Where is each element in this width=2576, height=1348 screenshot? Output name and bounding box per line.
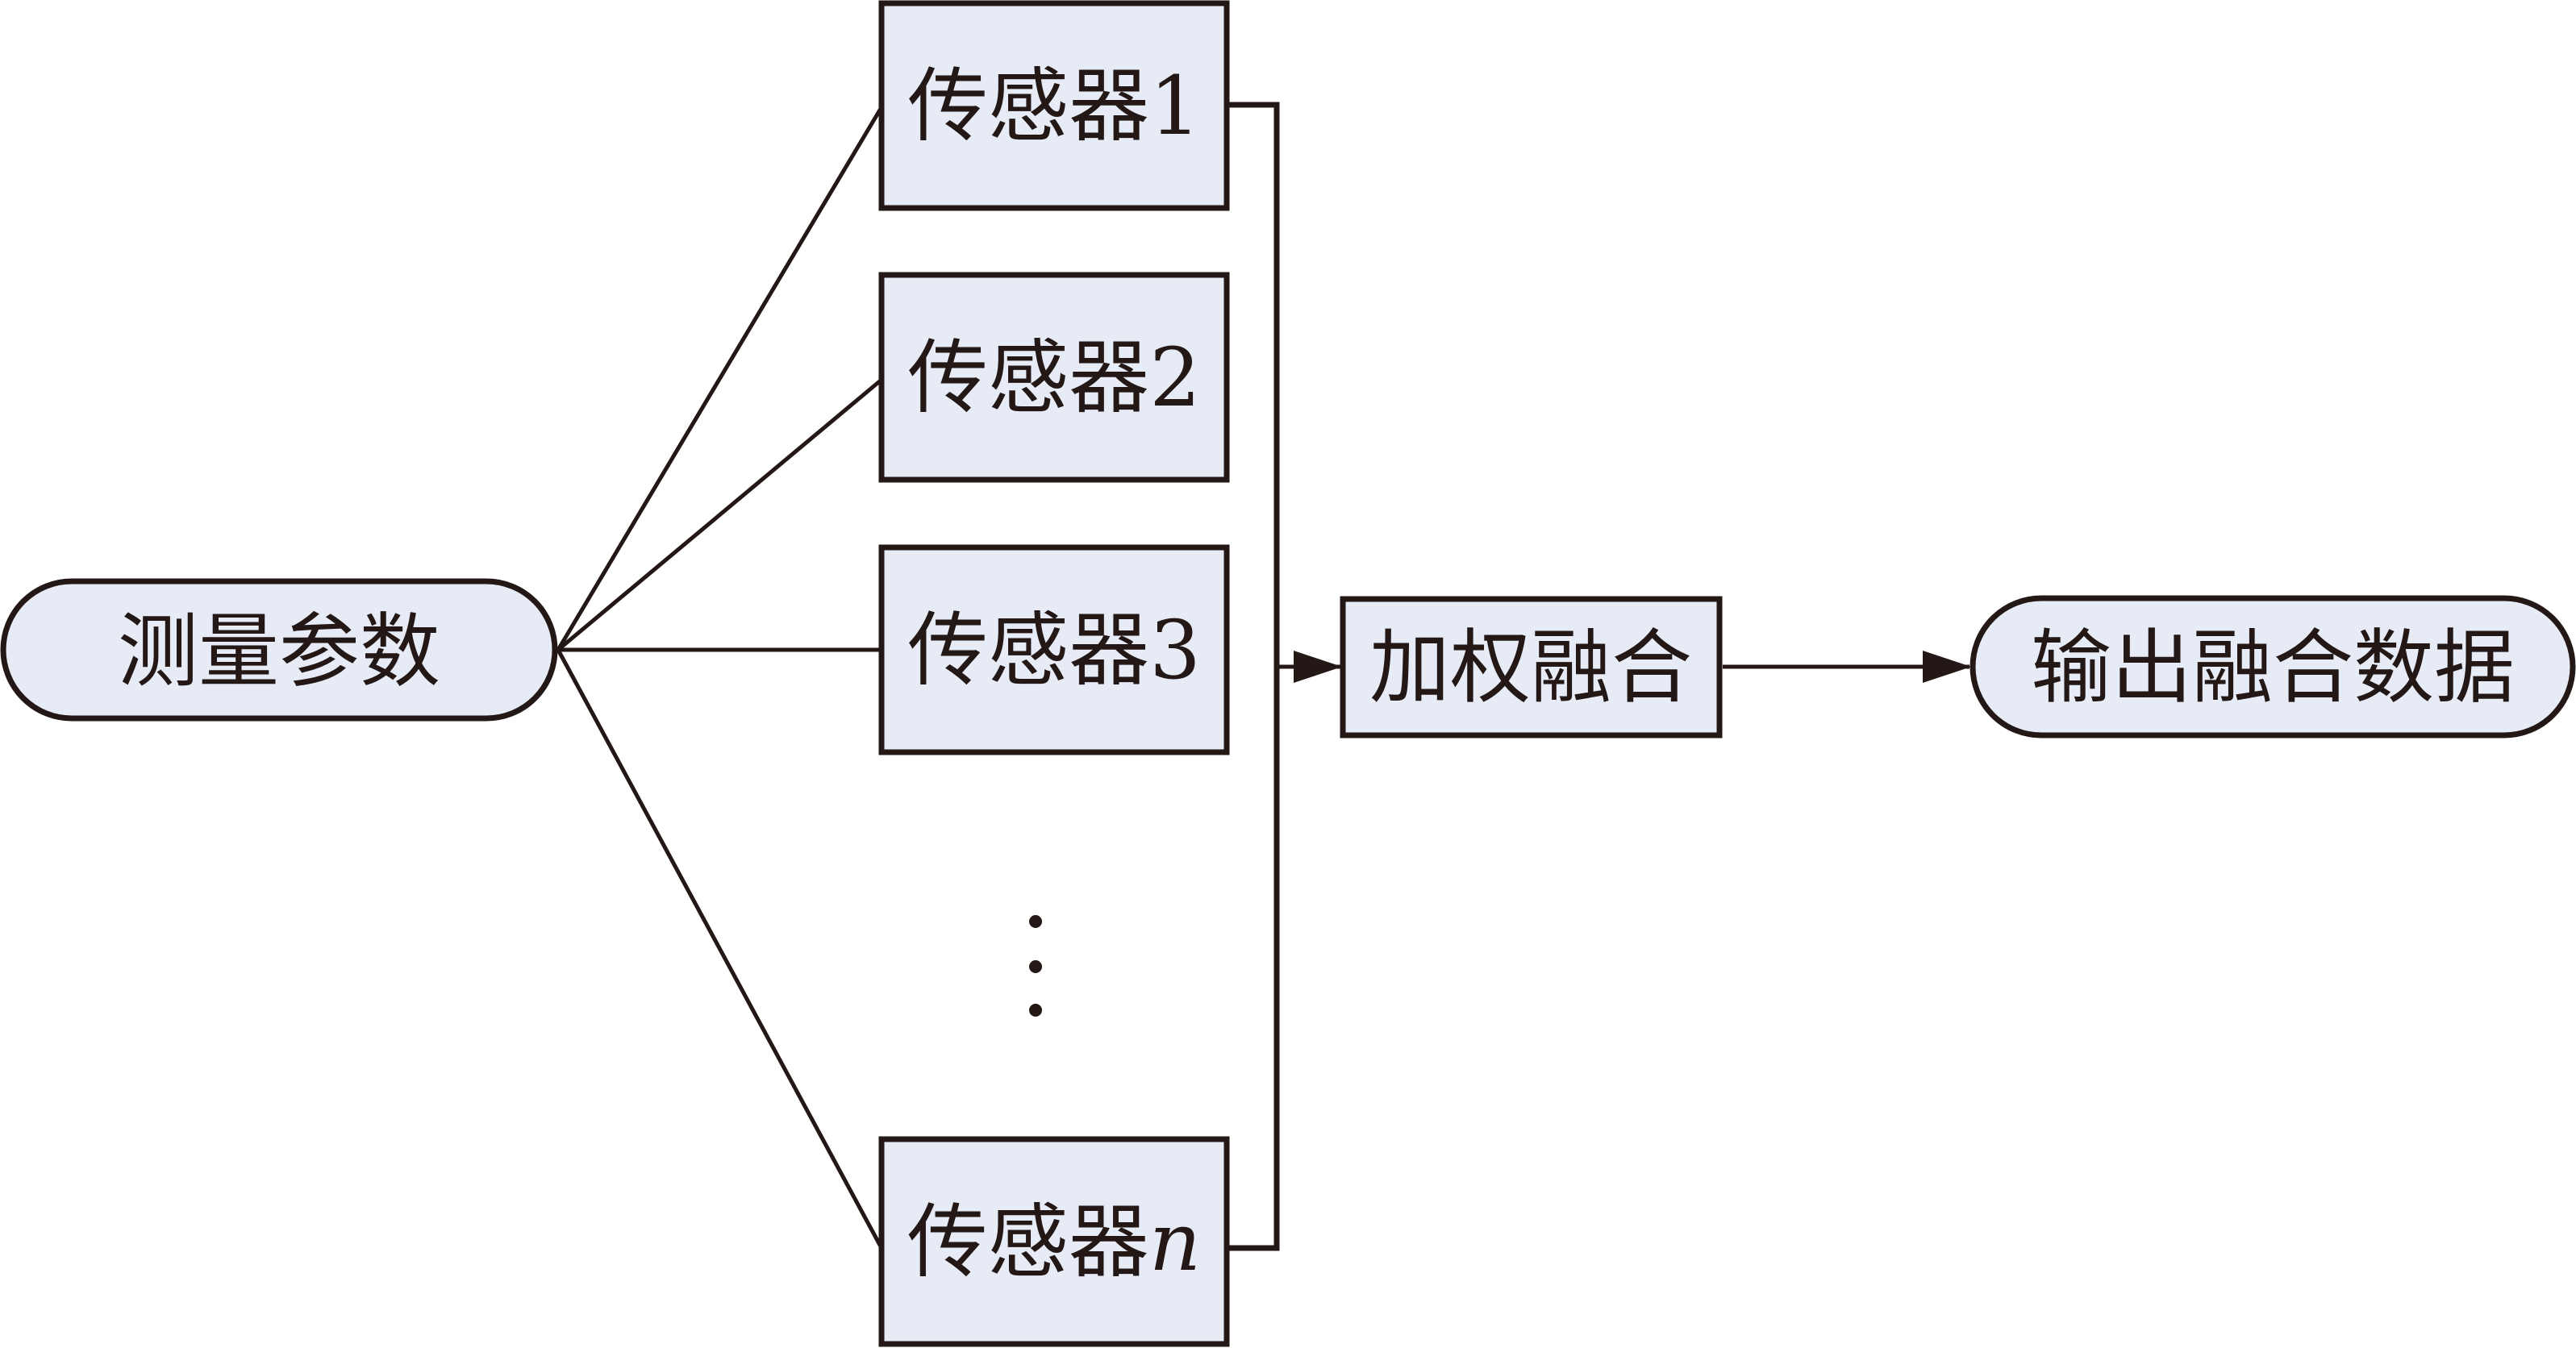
sensor-node-3: 传感器3 [878, 544, 1230, 755]
sensor-node-n: 传感器n [878, 1136, 1230, 1347]
sensor-n-suffix: n [1149, 1195, 1201, 1289]
input-node: 测量参数 [0, 578, 558, 722]
fusion-node: 加权融合 [1340, 596, 1723, 738]
fan-out-edges [556, 106, 884, 1250]
edge-input-to-sensor-2 [556, 378, 883, 651]
sensor-3-box [878, 544, 1230, 755]
sensor-2-box [878, 272, 1230, 483]
sensor-1-box [878, 0, 1230, 211]
sensor-1-suffix: 1 [1149, 59, 1201, 153]
sensor-2-label: 传感器2 [907, 331, 1201, 425]
edge-input-to-sensor-n [556, 648, 884, 1250]
sensor-node-2: 传感器2 [878, 272, 1230, 483]
edge-input-to-sensor-1 [556, 106, 884, 651]
output-node-shape [1970, 595, 2576, 738]
fusion-box [1340, 596, 1723, 738]
output-node: 输出融合数据 [1970, 595, 2576, 738]
sensor-3-label: 传感器3 [907, 603, 1201, 697]
sensor-3-suffix: 3 [1149, 603, 1201, 697]
sensor-2-suffix: 2 [1149, 331, 1201, 425]
sensor-1-label: 传感器1 [907, 59, 1201, 153]
ellipsis-dot-1 [1029, 915, 1042, 928]
fusion-label: 加权融合 [1369, 621, 1692, 715]
sensor-n-prefix: 传感器 [907, 1195, 1149, 1289]
output-node-label: 输出融合数据 [2031, 621, 2515, 715]
bus-sensor-1 [1227, 102, 1280, 1251]
ellipsis-dots: ⋮ [1029, 915, 1042, 1017]
sensor-1-prefix: 传感器 [907, 59, 1149, 153]
input-node-label: 测量参数 [118, 605, 440, 699]
sensor-3-prefix: 传感器 [907, 603, 1149, 697]
sensor-node-1: 传感器1 [878, 0, 1230, 211]
input-node-shape [0, 578, 558, 722]
sensor-n-label: 传感器n [907, 1195, 1201, 1289]
ellipsis-dot-2 [1029, 960, 1042, 973]
sensor-2-prefix: 传感器 [907, 331, 1149, 425]
ellipsis-dot-3 [1029, 1004, 1042, 1017]
sensor-n-box [878, 1136, 1230, 1347]
collector-bus [1227, 102, 1971, 1251]
